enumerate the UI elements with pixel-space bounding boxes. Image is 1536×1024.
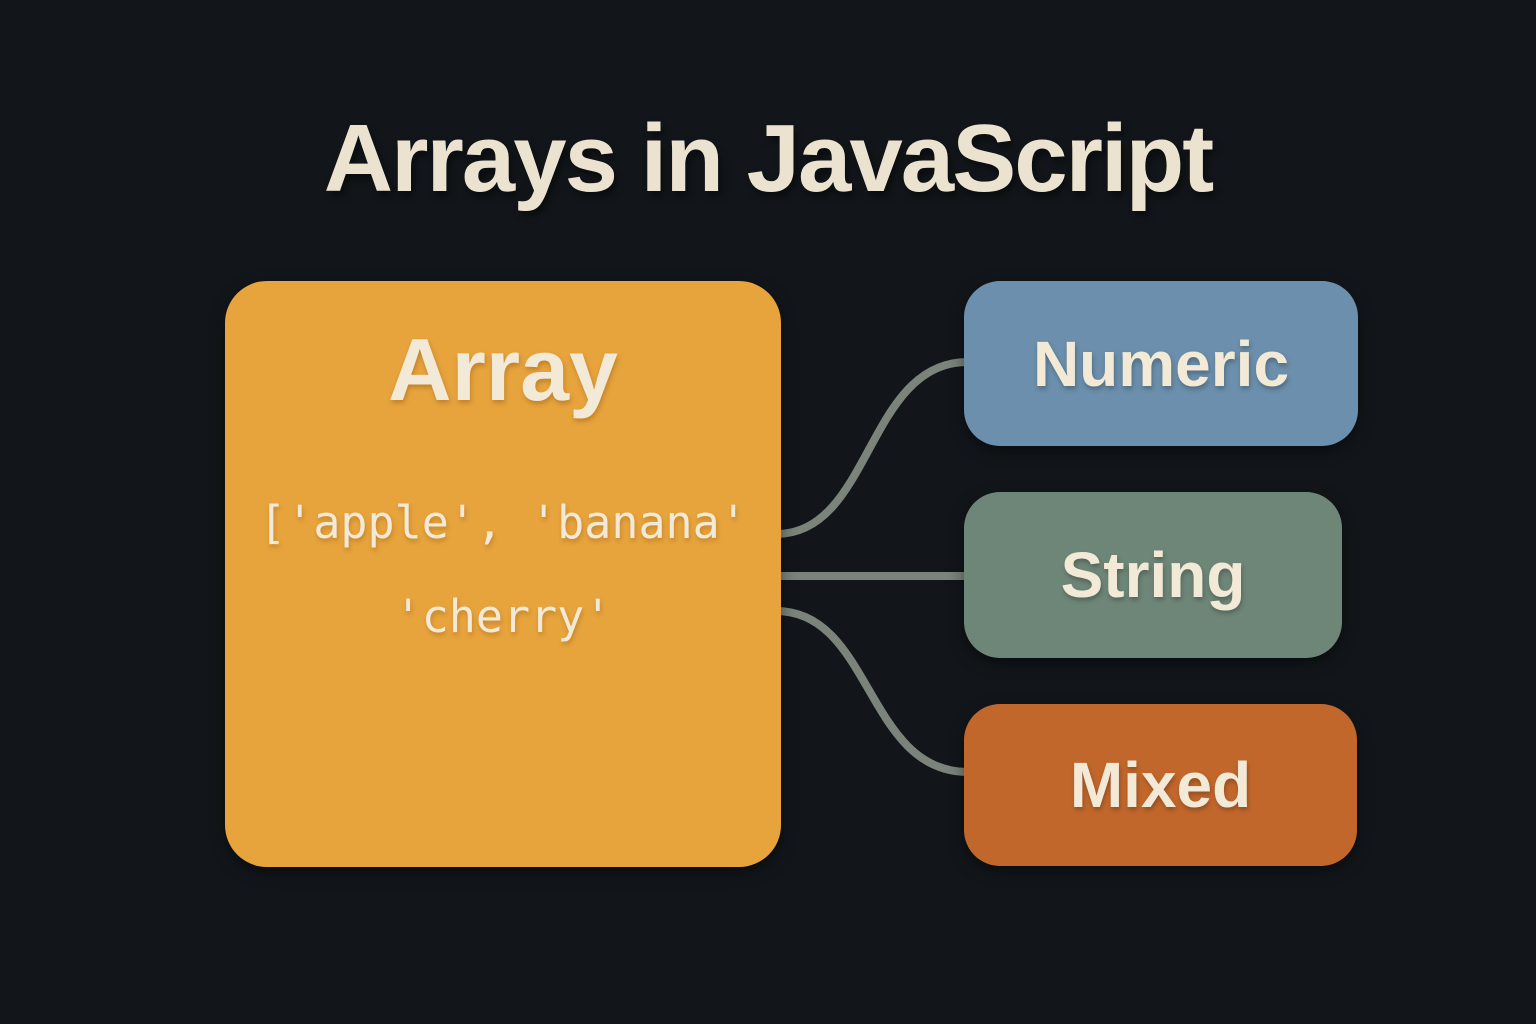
connector-array-to-mixed bbox=[775, 607, 969, 776]
array-node: Array ['apple', 'banana' 'cherry' bbox=[225, 281, 781, 867]
diagram-title: Arrays in JavaScript bbox=[323, 105, 1215, 212]
connector-array-to-numeric bbox=[775, 358, 969, 538]
type-node-string: String bbox=[964, 492, 1342, 658]
type-node-mixed: Mixed bbox=[964, 704, 1357, 866]
type-node-numeric: Numeric bbox=[964, 281, 1358, 446]
type-node-numeric-label: Numeric bbox=[1032, 327, 1290, 400]
array-node-heading: Array bbox=[388, 320, 618, 419]
type-node-string-label: String bbox=[1060, 539, 1246, 611]
type-node-mixed-label: Mixed bbox=[1069, 749, 1252, 821]
array-code-line-2: 'cherry' bbox=[394, 589, 612, 643]
array-code-line-1: ['apple', 'banana' bbox=[259, 496, 747, 549]
array-code-snippet: ['apple', 'banana' 'cherry' bbox=[225, 476, 781, 663]
